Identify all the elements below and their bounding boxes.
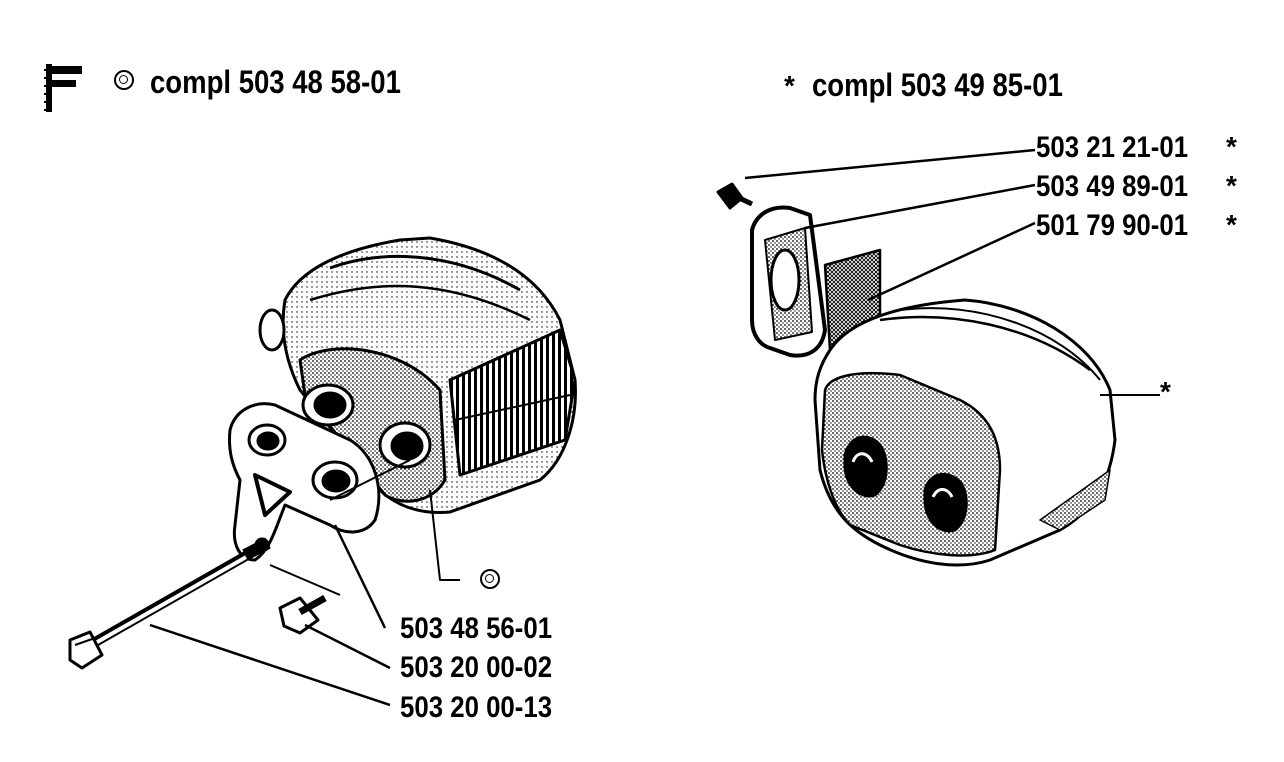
- cover-ring-marker-icon: [480, 569, 500, 589]
- part-right-3-asterisk: *: [1226, 209, 1237, 240]
- ring-symbol-icon: [114, 70, 134, 90]
- header-right-title: compl 503 49 85-01: [812, 67, 1063, 103]
- asterisk-symbol-icon: *: [784, 70, 795, 101]
- left-muffler-assembly: [68, 236, 577, 707]
- part-right-1-asterisk: *: [1226, 131, 1237, 162]
- part-number-right-2: 503 49 89-01: [1036, 170, 1189, 203]
- right-muffler-assembly: [716, 148, 1160, 567]
- cover-asterisk-marker: *: [1160, 376, 1171, 407]
- part-right-2-asterisk: *: [1226, 170, 1237, 201]
- manual-section-icon: [44, 64, 82, 112]
- part-number-left-1: 503 48 56-01: [400, 612, 553, 645]
- part-number-right-3: 501 79 90-01: [1036, 209, 1189, 242]
- header-left-title: compl 503 48 58-01: [150, 64, 401, 100]
- part-number-left-3: 503 20 00-13: [400, 691, 553, 724]
- part-number-left-2: 503 20 00-02: [400, 651, 553, 684]
- part-number-right-1: 503 21 21-01: [1036, 131, 1189, 164]
